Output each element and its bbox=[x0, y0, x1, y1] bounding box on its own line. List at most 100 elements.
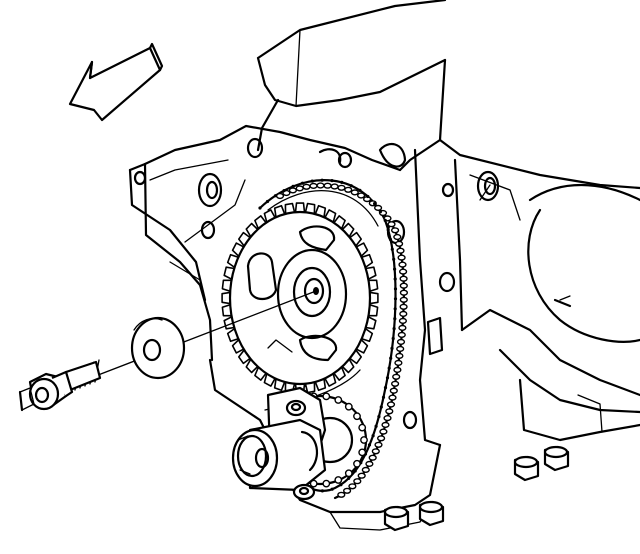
chain-pin bbox=[349, 184, 353, 188]
crank-tooth bbox=[334, 396, 343, 404]
chain-pin bbox=[273, 194, 278, 198]
chain-pin bbox=[393, 317, 397, 321]
crank-tooth bbox=[344, 469, 353, 478]
chain-pin bbox=[282, 189, 286, 193]
chain-link bbox=[395, 352, 404, 360]
sprocket-bolt bbox=[18, 359, 102, 412]
chain-pin bbox=[373, 202, 377, 206]
chain-pin bbox=[265, 199, 270, 204]
chain-pin bbox=[393, 297, 398, 301]
chain-pin bbox=[330, 487, 334, 491]
camshaft-sprocket bbox=[221, 202, 379, 394]
chain-pin bbox=[320, 178, 324, 182]
crank-tooth bbox=[353, 459, 361, 468]
chain-link bbox=[357, 472, 366, 479]
chain-link bbox=[399, 303, 408, 310]
chain-link bbox=[396, 338, 406, 346]
chain-link bbox=[316, 182, 325, 189]
chain-pin bbox=[390, 346, 394, 350]
chain-link bbox=[365, 460, 374, 468]
chain-pin bbox=[385, 376, 390, 380]
chain-pin bbox=[393, 277, 397, 281]
chain-link bbox=[395, 240, 404, 247]
chain-link bbox=[381, 421, 390, 429]
chain-link bbox=[398, 261, 407, 268]
chain-link bbox=[353, 478, 362, 485]
chain-link bbox=[397, 254, 406, 261]
chain-pin bbox=[393, 307, 397, 311]
chain-link bbox=[343, 487, 352, 494]
chain-link bbox=[399, 296, 408, 303]
chain-link bbox=[275, 192, 285, 200]
chain-link bbox=[399, 289, 409, 296]
chain-link bbox=[392, 373, 401, 380]
chain-link bbox=[361, 466, 370, 474]
chain-pin bbox=[383, 218, 387, 222]
chain-link bbox=[385, 408, 394, 415]
chain-link bbox=[396, 345, 405, 353]
chain-link bbox=[302, 183, 311, 190]
chain-pin bbox=[258, 206, 262, 210]
chain-link bbox=[398, 317, 408, 325]
chain-link bbox=[396, 247, 405, 254]
crank-tooth bbox=[334, 476, 343, 484]
chain-pin bbox=[310, 179, 314, 183]
chain-link bbox=[383, 415, 392, 422]
chain-pin bbox=[377, 415, 381, 419]
chain-link bbox=[337, 184, 346, 191]
chain-link bbox=[393, 366, 402, 374]
chain-link bbox=[397, 331, 406, 339]
chain-pin bbox=[381, 395, 386, 399]
chain-link bbox=[337, 491, 346, 498]
chain-pin bbox=[371, 434, 375, 438]
chain-pin bbox=[383, 386, 388, 390]
crank-tooth bbox=[322, 392, 331, 401]
chain-link bbox=[386, 401, 396, 408]
crank-tooth bbox=[322, 479, 331, 488]
chain-pin bbox=[300, 181, 305, 185]
chain-pin bbox=[378, 210, 382, 214]
sprocket-tooth bbox=[294, 202, 306, 213]
chain-link bbox=[374, 441, 383, 448]
chain-pin bbox=[390, 247, 394, 251]
chain-pin bbox=[291, 184, 295, 188]
chain-pin bbox=[374, 424, 378, 428]
chain-link bbox=[344, 186, 353, 193]
chain-link bbox=[389, 387, 398, 394]
chain-pin bbox=[386, 228, 390, 232]
chain-pin bbox=[358, 188, 362, 192]
chain-link bbox=[371, 448, 380, 455]
sprocket-tooth bbox=[369, 291, 379, 305]
chain-pin bbox=[347, 476, 351, 480]
chain-link bbox=[368, 454, 377, 461]
chain-link bbox=[374, 204, 383, 212]
crank-tooth bbox=[358, 448, 367, 457]
chain-pin bbox=[330, 179, 334, 183]
alignment-line bbox=[79, 290, 317, 383]
chain-link bbox=[348, 483, 357, 490]
chain-link bbox=[323, 182, 332, 189]
chain-pin bbox=[320, 489, 324, 493]
oil-pan-bolts bbox=[383, 445, 570, 532]
chain-pin bbox=[339, 483, 343, 487]
chain-link bbox=[391, 227, 400, 234]
chain-link bbox=[399, 268, 408, 275]
chain-pin bbox=[392, 327, 396, 331]
chain-link bbox=[394, 359, 403, 367]
chain-pin bbox=[387, 366, 391, 370]
chain-link bbox=[399, 282, 408, 289]
chain-link bbox=[388, 394, 397, 401]
crank-tooth bbox=[353, 412, 361, 421]
chain-pin bbox=[379, 405, 383, 409]
crank-tooth bbox=[344, 402, 353, 411]
chain-link bbox=[399, 310, 408, 318]
chain-link bbox=[288, 187, 298, 194]
timing-chain bbox=[258, 178, 409, 500]
chain-link bbox=[377, 435, 386, 442]
engine-block bbox=[128, 0, 640, 531]
chain-pin bbox=[366, 194, 370, 199]
chain-pin bbox=[389, 356, 393, 360]
chain-link bbox=[399, 275, 408, 282]
chain-link bbox=[330, 183, 339, 190]
